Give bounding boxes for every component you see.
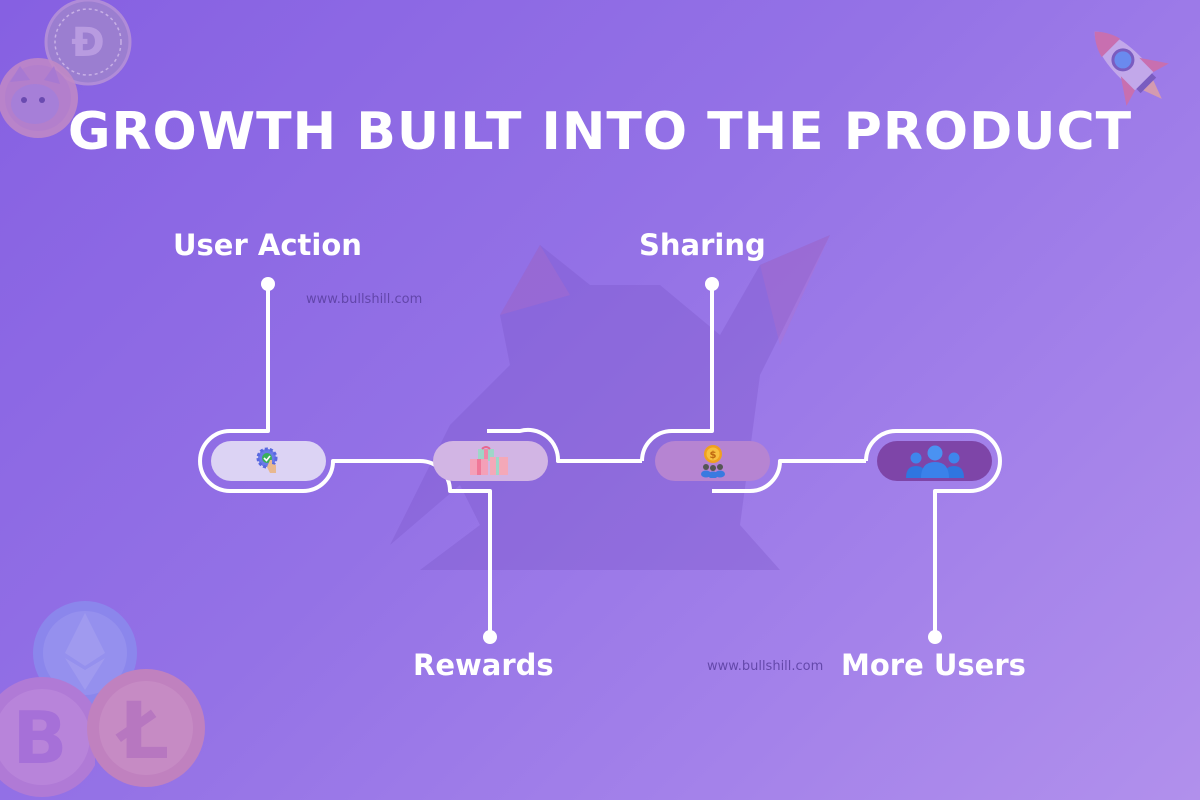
ethereum-coin-icon bbox=[33, 601, 137, 705]
step-label-more-users: More Users bbox=[841, 648, 1026, 682]
svg-text:$: $ bbox=[709, 450, 716, 461]
step-label-sharing: Sharing bbox=[639, 228, 766, 262]
step-more-users-pill bbox=[877, 441, 992, 481]
litecoin-coin-icon: Ł bbox=[87, 669, 205, 787]
watermark-url: www.bullshill.com bbox=[707, 659, 824, 674]
gift-boxes-icon bbox=[469, 446, 508, 475]
gear-touch-icon bbox=[256, 447, 277, 473]
bitcoin-coin-icon: B bbox=[0, 677, 95, 797]
svg-text:Ł: Ł bbox=[115, 687, 169, 777]
bull-logo-watermark bbox=[390, 235, 830, 570]
shiba-coin-icon bbox=[0, 58, 78, 138]
step-label-rewards: Rewards bbox=[413, 648, 554, 682]
page-title: GROWTH BUILT INTO THE PRODUCT bbox=[67, 102, 1133, 162]
users-group-icon bbox=[905, 445, 964, 478]
svg-text:B: B bbox=[13, 696, 68, 780]
step-label-user-action: User Action bbox=[173, 228, 362, 262]
step-rewards-pill bbox=[433, 441, 548, 481]
step-sharing-pill: $ bbox=[655, 441, 770, 481]
coin-users-icon: $ bbox=[700, 445, 725, 478]
watermark-url: www.bullshill.com bbox=[306, 292, 423, 307]
rocket-icon bbox=[1094, 31, 1169, 106]
svg-text:Ð: Ð bbox=[71, 20, 105, 66]
step-user-action-pill bbox=[211, 441, 326, 481]
doge-coin-icon: Ð bbox=[44, 0, 132, 86]
